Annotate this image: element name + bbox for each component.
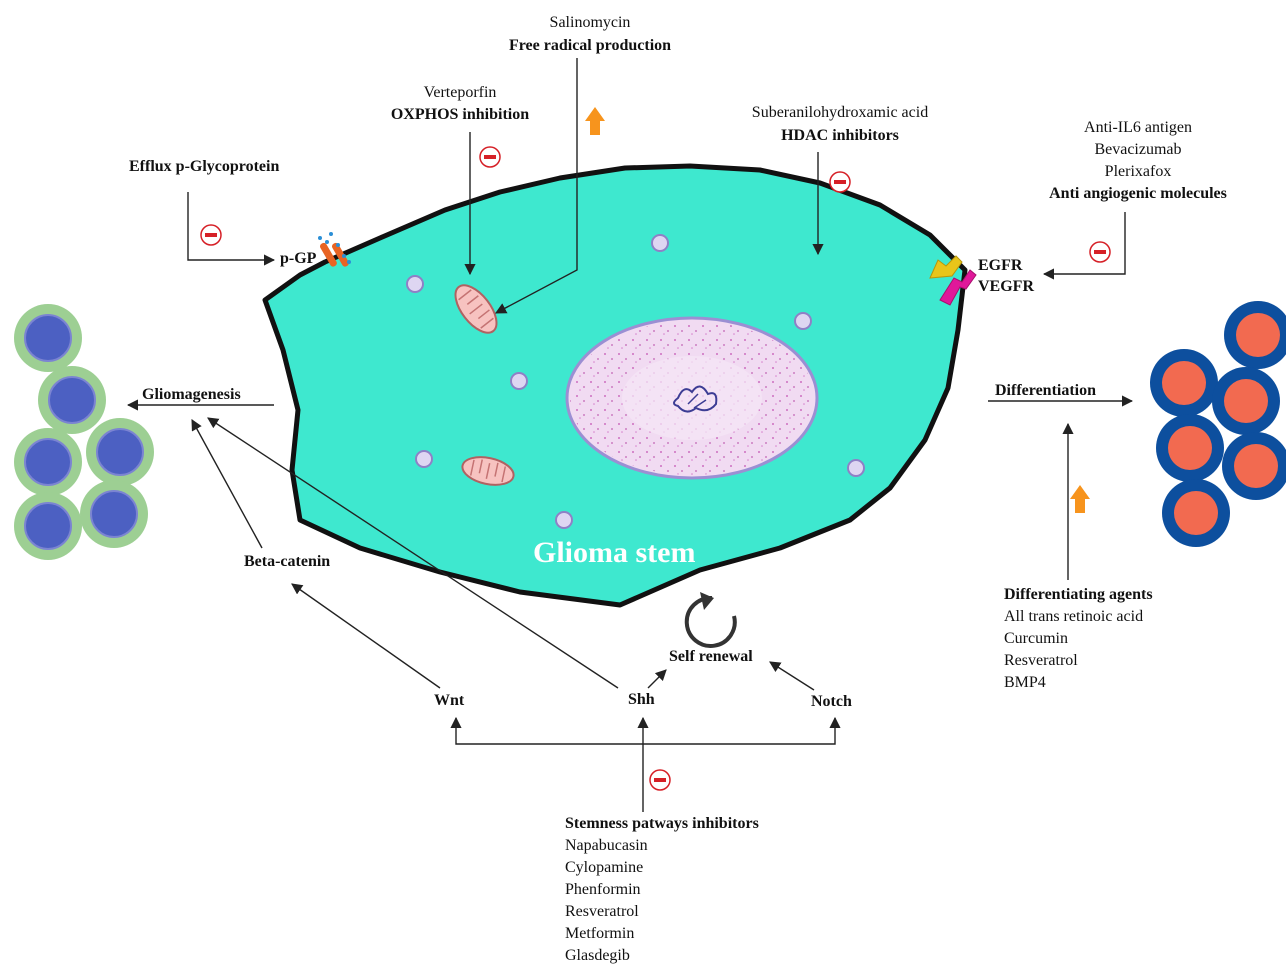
antiangio-block: Anti-IL6 antigen Bevacizumab Plerixafox … (1020, 117, 1256, 205)
diff-agent-3: Resveratrol (1004, 650, 1153, 672)
stemness-item-1: Napabucasin (565, 835, 759, 857)
differentiation-label: Differentiation (995, 380, 1096, 402)
up-arrow-icon-salinomycin (585, 107, 605, 135)
arrow-efflux-to-pgp (188, 192, 274, 260)
arrow-stemness-to-notch (643, 718, 835, 744)
arrow-stemness-to-wnt (456, 718, 643, 744)
inhibit-icon-antiangio (1090, 242, 1110, 262)
stemness-item-3: Phenformin (565, 879, 759, 901)
cell-title: Glioma stem (533, 533, 695, 573)
stemness-item-2: Cylopamine (565, 857, 759, 879)
antiangio-drug-3: Plerixafox (1020, 161, 1256, 183)
inhibit-icon-efflux (201, 225, 221, 245)
stemness-item-4: Resveratrol (565, 901, 759, 923)
salinomycin-drug: Salinomycin (500, 12, 680, 34)
salinomycin-mechanism: Free radical production (480, 35, 700, 57)
arrow-betacatenin-to-gliomagenesis (192, 420, 262, 548)
diff-agent-1: All trans retinoic acid (1004, 606, 1153, 628)
egfr-label: EGFR (978, 255, 1022, 277)
self-renewal-label: Self renewal (669, 646, 753, 668)
gliomagenesis-label: Gliomagenesis (142, 384, 241, 406)
differentiated-cells-cluster (1150, 301, 1286, 547)
stemness-item-6: Glasdegib (565, 945, 759, 967)
vegfr-label: VEGFR (978, 276, 1034, 298)
wnt-label: Wnt (434, 690, 464, 712)
inhibit-icon-verteporfin (480, 147, 500, 167)
inhibit-icon-stemness (650, 770, 670, 790)
nucleus (567, 318, 817, 478)
antiangio-drug-2: Bevacizumab (1020, 139, 1256, 161)
antiangio-mechanism: Anti angiogenic molecules (1020, 183, 1256, 205)
arrow-wnt-to-betacatenin (292, 584, 440, 688)
glioma-cells-cluster (14, 304, 154, 560)
antiangio-drug-1: Anti-IL6 antigen (1020, 117, 1256, 139)
diff-agents-title: Differentiating agents (1004, 584, 1153, 606)
diff-agent-2: Curcumin (1004, 628, 1153, 650)
pgp-label: p-GP (280, 248, 316, 270)
arrow-shh-to-selfrenewal (648, 670, 666, 688)
shh-label: Shh (628, 689, 655, 711)
verteporfin-drug: Verteporfin (380, 82, 540, 104)
diff-agent-4: BMP4 (1004, 672, 1153, 694)
saha-mechanism: HDAC inhibitors (760, 125, 920, 147)
verteporfin-mechanism: OXPHOS inhibition (370, 104, 550, 126)
saha-drug: Suberanilohydroxamic acid (730, 102, 950, 124)
inhibit-icon-saha (830, 172, 850, 192)
efflux-title: Efflux p-Glycoprotein (129, 156, 279, 178)
self-renewal-cycle-icon (687, 592, 735, 646)
notch-label: Notch (811, 691, 852, 713)
stemness-title: Stemness patways inhibitors (565, 813, 759, 835)
arrow-notch-to-selfrenewal (770, 662, 814, 690)
diff-agents-block: Differentiating agents All trans retinoi… (1004, 584, 1153, 694)
stemness-item-5: Metformin (565, 923, 759, 945)
stemness-block: Stemness patways inhibitors Napabucasin … (565, 813, 759, 967)
arrow-antiangio-to-receptors (1044, 212, 1125, 274)
beta-catenin-label: Beta-catenin (244, 551, 330, 573)
up-arrow-icon-diff-agents (1070, 485, 1090, 513)
